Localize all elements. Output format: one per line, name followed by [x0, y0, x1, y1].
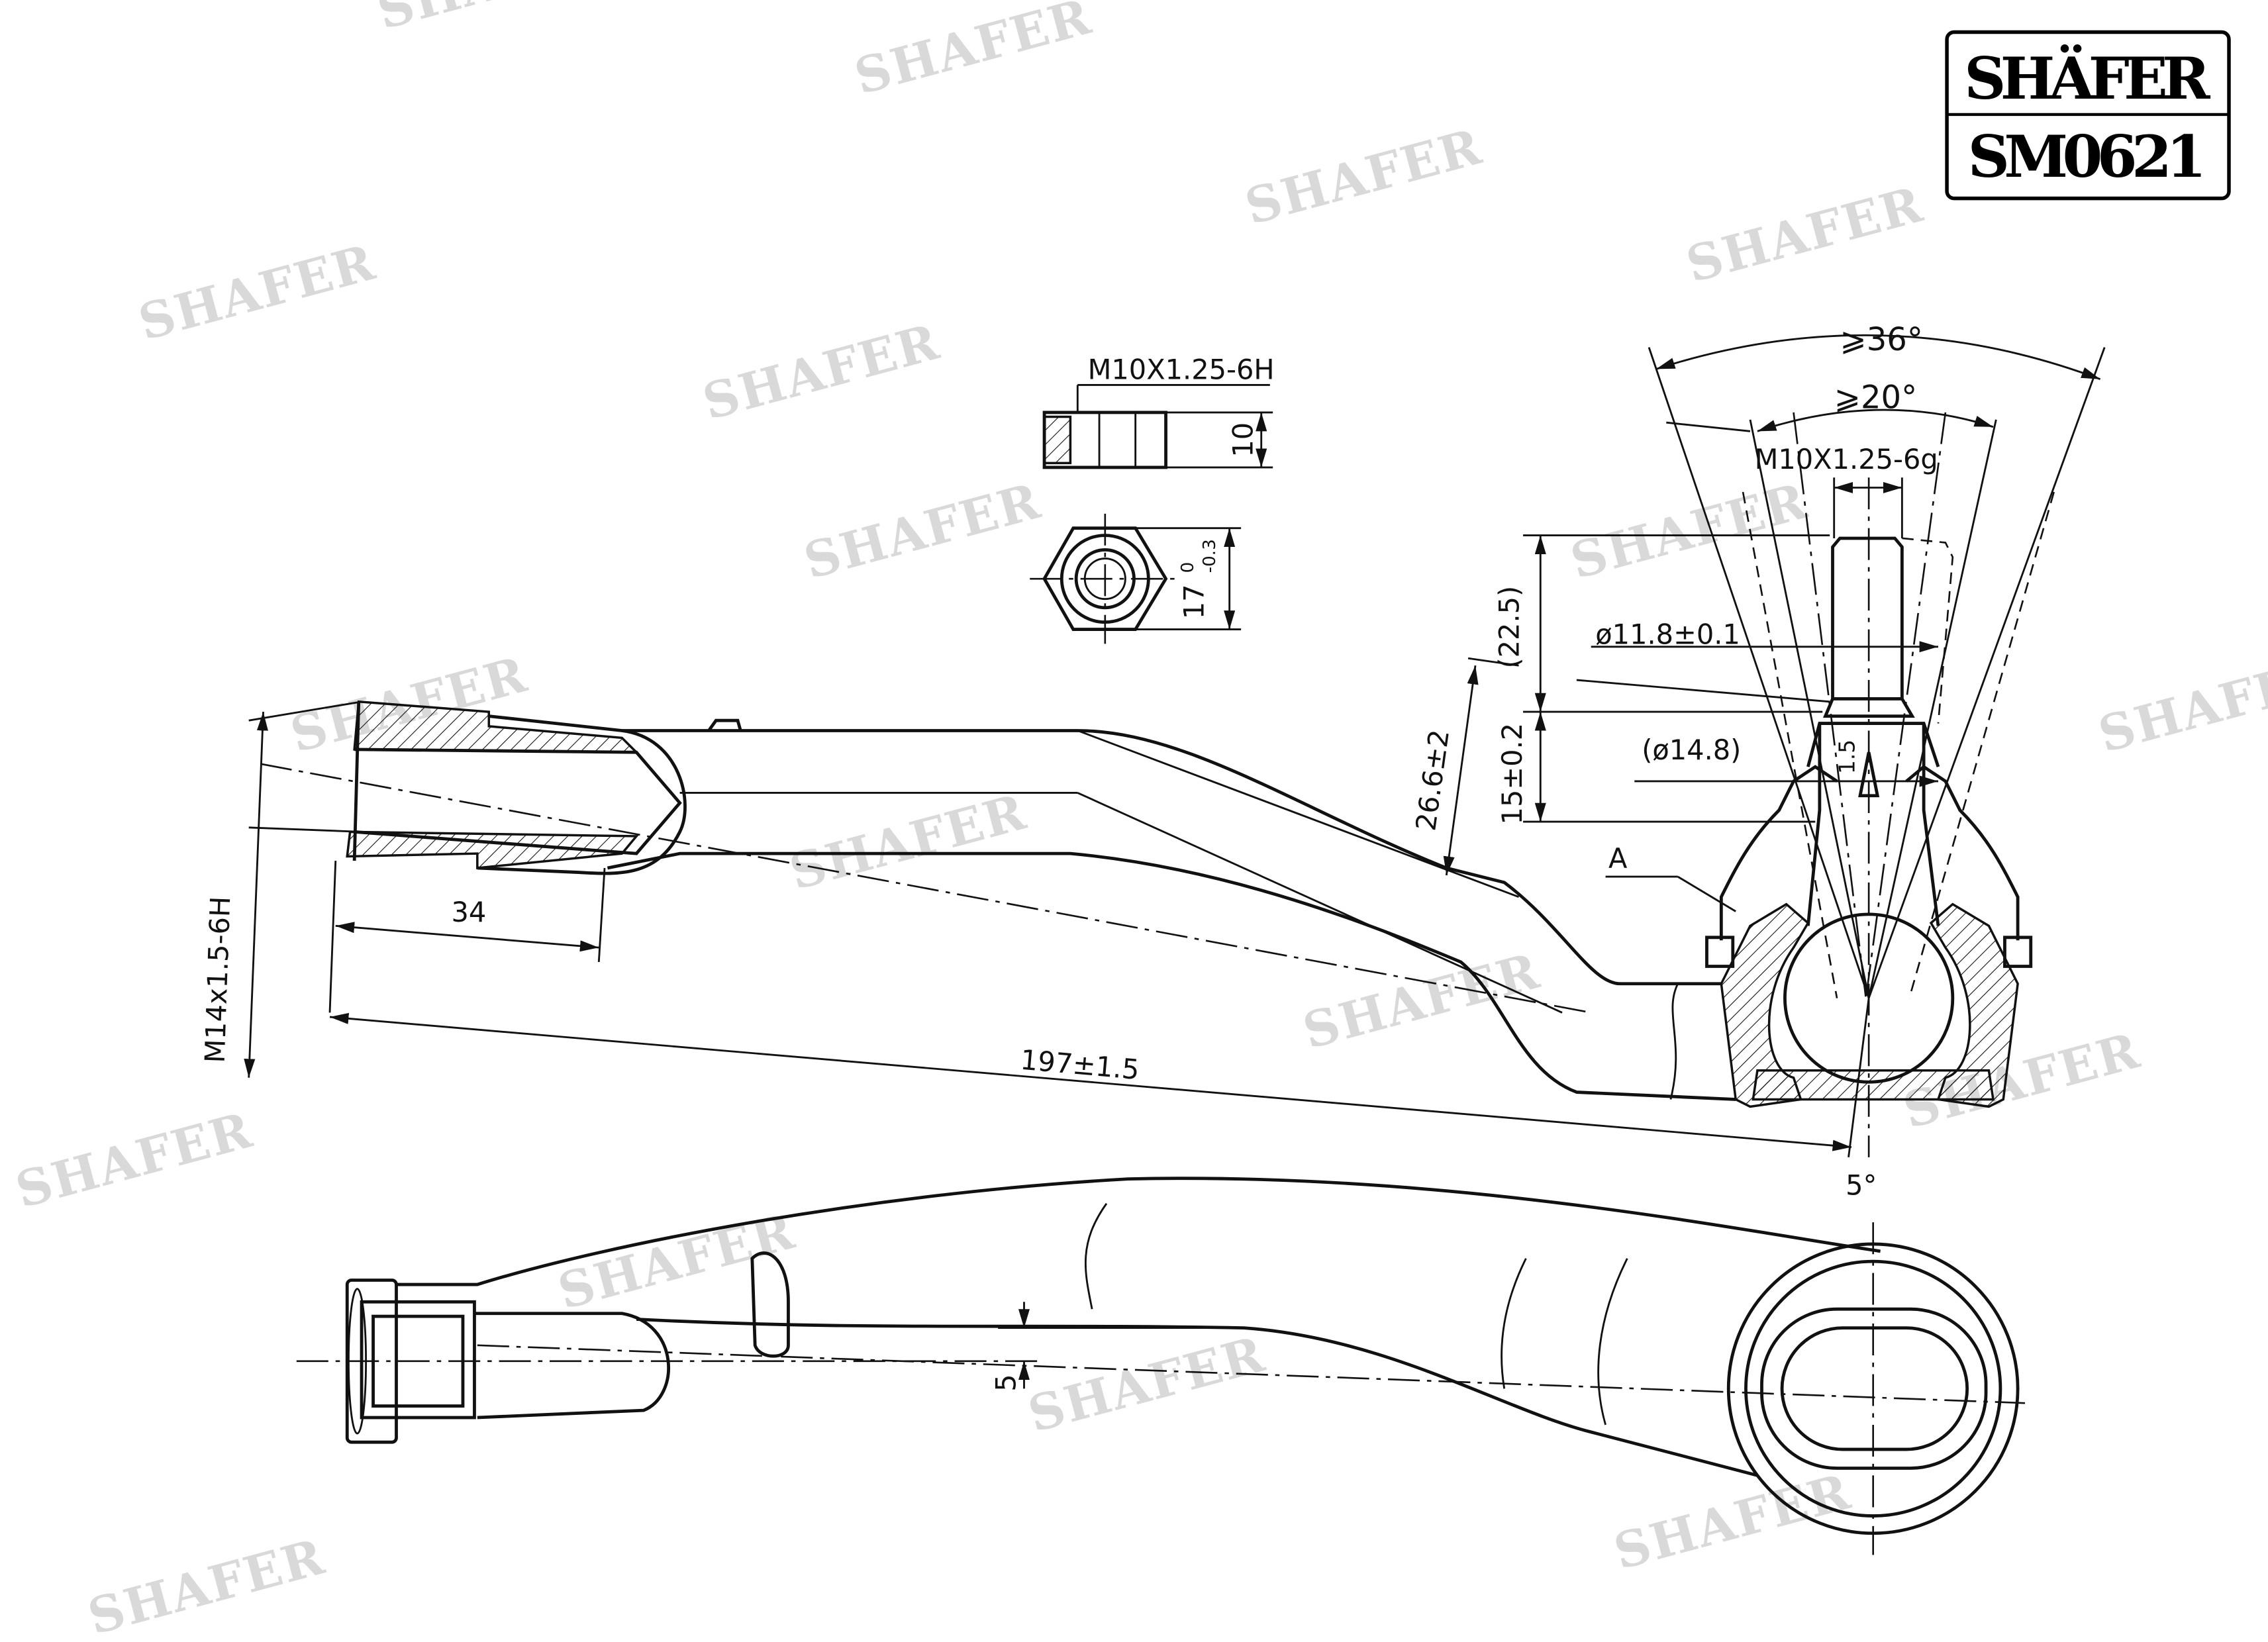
angle-outer-label: ⩾36°: [1840, 321, 1922, 358]
angle-dimensions: ⩾36° ⩾20° M10X1.25-6g: [1655, 321, 2101, 538]
taper-diameter-label: (ø14.8): [1642, 734, 1741, 766]
tilt-angle-label: 5°: [1846, 1169, 1877, 1202]
brand-name: SHÄFER: [1964, 44, 2211, 113]
section-a-label: A: [1608, 842, 1628, 875]
taper-length-label: 15±0.2: [1496, 723, 1528, 825]
angle-inner-label: ⩾20°: [1834, 379, 1917, 416]
watermark: SHAFER: [783, 783, 1032, 902]
overall-length-label: 197±1.5: [1019, 1043, 1141, 1087]
brand-logo-box: SHÄFER SM0621: [1945, 30, 2231, 201]
thread-depth-label: 34: [452, 896, 487, 928]
nut-height-label: 10: [1227, 422, 1259, 458]
watermark: SHAFER: [1681, 175, 1930, 294]
part-number: SM0621: [1968, 122, 2206, 191]
stud-diameter-label: ø11.8±0.1: [1595, 618, 1740, 650]
height-offset-label: 26.6±2: [1409, 728, 1455, 833]
taper-step-label: 1.5: [1834, 740, 1859, 774]
nut-top-view: 17 0 -0.3: [1030, 513, 1242, 644]
nut-width-tol-lower: -0.3: [1200, 539, 1220, 573]
watermark: SHAFER: [1297, 942, 1546, 1061]
watermark: SHAFER: [849, 0, 1098, 106]
watermark: SHAFER: [132, 232, 381, 352]
watermark: SHAFER: [1239, 117, 1488, 236]
stud-thread-label: M10X1.25-6g: [1755, 443, 1938, 475]
rod-dimensions: M14x1.5-6H 34 197±1.5: [199, 700, 1852, 1151]
nut-width-label: 17: [1177, 584, 1210, 619]
watermark: SHAFER: [1565, 471, 1814, 591]
offset-label: 5: [989, 1374, 1022, 1391]
stud-length-label: (22.5): [1493, 586, 1526, 669]
watermark: SHAFER: [1022, 1325, 1271, 1444]
watermark: SHAFER: [371, 0, 620, 40]
watermark: SHAFER: [697, 313, 946, 432]
watermark: SHAFER: [2093, 645, 2268, 764]
height-dimensions: (22.5) 15±0.2 26.6±2 ø11.8±0.1 (ø14.8) 1…: [1409, 534, 1938, 1202]
nut-width-tol-upper: 0: [1178, 562, 1198, 573]
nut-side-view: M10X1.25-6H 10: [1042, 354, 1275, 469]
inner-thread-label: M14x1.5-6H: [199, 896, 237, 1063]
watermark: SHAFER: [10, 1100, 259, 1220]
watermark: SHAFER: [82, 1527, 331, 1642]
tie-rod-top-view: 5: [296, 1177, 2026, 1555]
nut-thread-label: M10X1.25-6H: [1088, 354, 1275, 386]
watermark: SHAFER: [798, 471, 1047, 591]
